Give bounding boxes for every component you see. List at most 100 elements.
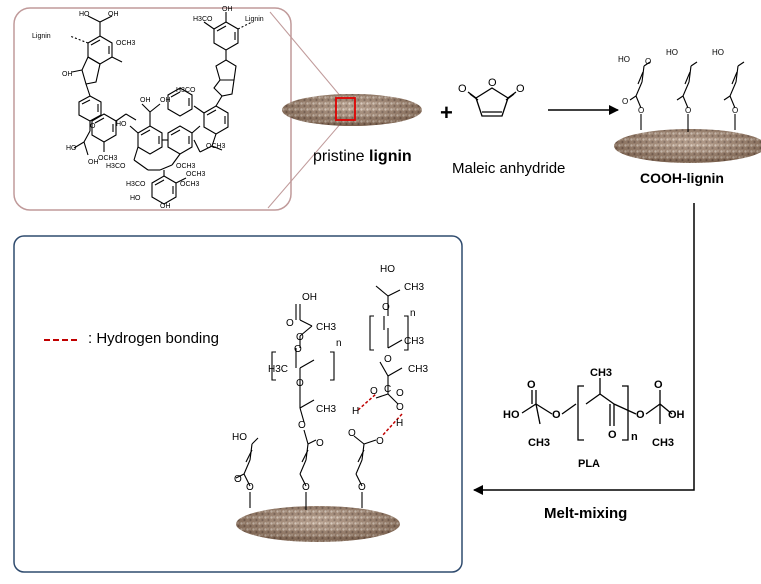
pla-label-o-2: O: [608, 429, 617, 441]
bonded-label-16: CH3: [404, 282, 424, 293]
bonded-chains: [235, 285, 409, 510]
bonded-label-20: O: [384, 354, 392, 365]
bonded-label-22: C: [384, 384, 391, 395]
lignin-label-8: OH: [62, 71, 73, 78]
bonded-label-7: O: [294, 344, 302, 355]
pla-label-o-3: O: [636, 409, 645, 421]
lignin-label-10: OCH3: [98, 155, 118, 162]
cooh-label-8: HO: [712, 48, 724, 57]
bonded-label-8: O: [296, 378, 304, 389]
melt-mixing-label: Melt-mixing: [544, 505, 628, 522]
lignin-label-7: OH: [222, 6, 233, 13]
process-arrow: [473, 203, 695, 495]
pla-label-ch3-right: CH3: [652, 437, 674, 449]
bonded-label-27: H: [396, 418, 403, 429]
lignin-label-2: Lignin: [245, 16, 264, 23]
cooh-particle-shading: [614, 129, 761, 163]
cooh-chains: [629, 61, 745, 132]
lignin-label-9: HO: [66, 145, 77, 152]
hydrogen-bond-lines: [357, 393, 403, 437]
cooh-label-2: O: [645, 57, 651, 66]
cooh-label-1: HO: [618, 55, 630, 64]
lignin-label-3: HO: [79, 11, 90, 18]
pristine-lignin-label: pristine lignin: [313, 148, 412, 166]
bonded-label-21: O: [370, 386, 378, 397]
lignin-label-20: HO: [130, 195, 141, 202]
pla-label-o-4: O: [654, 379, 663, 391]
bonded-label-12: O: [234, 474, 242, 485]
lignin-atom-labels: Lignin Lignin HO OH OCH3 H3CO OH OH HO O…: [32, 6, 264, 210]
pla-name-label: PLA: [578, 458, 600, 470]
highlight-box: [335, 97, 356, 121]
particle-shading: [282, 94, 422, 126]
anhydride-o-right: O: [516, 83, 525, 95]
bonded-label-28: O: [348, 428, 356, 439]
lignin-label-5: OCH3: [116, 40, 136, 47]
pristine-prefix: pristine: [313, 148, 370, 165]
bonded-label-17: O: [382, 302, 390, 313]
anhydride-o-left: O: [458, 83, 467, 95]
lignin-label-23: OH: [160, 203, 171, 210]
bonded-label-10: O: [298, 420, 306, 431]
lignin-label-19: H3CO: [126, 181, 146, 188]
bonded-label-19: CH3: [404, 336, 424, 347]
lignin-label-17: H3CO: [176, 87, 196, 94]
bonded-label-2: O: [286, 318, 294, 329]
lignin-label-14: OH: [140, 97, 151, 104]
pristine-lignin-bold: lignin: [369, 148, 412, 165]
bonded-label-29: O: [376, 436, 384, 447]
plus-sign: +: [440, 100, 453, 125]
maleic-anhydride-label: Maleic anhydride: [452, 160, 566, 177]
cooh-lignin-label: COOH-lignin: [640, 170, 724, 186]
lignin-label-11: H3CO: [106, 163, 126, 170]
anhydride-o-ring: O: [488, 77, 497, 89]
cooh-label-7: HO: [666, 48, 678, 57]
bonded-label-11: HO: [232, 432, 247, 443]
bonded-label-15: HO: [380, 264, 395, 275]
pla-label-ho: HO: [503, 409, 520, 421]
lignin-label-13: OH: [88, 159, 99, 166]
bonded-label-18: n: [410, 308, 416, 319]
lignin-label-18: OCH3: [206, 143, 226, 150]
hydrogen-bonding-legend: : Hydrogen bonding: [88, 330, 219, 347]
zoom-line-bottom: [267, 121, 343, 209]
bonded-label-1: OH: [302, 292, 317, 303]
bonded-label-9: CH3: [316, 404, 336, 415]
bonded-label-3: CH3: [316, 322, 336, 333]
pla-label-oh: OH: [668, 409, 685, 421]
bonded-label-24: CH3: [408, 364, 428, 375]
bonded-particle-shading: [236, 506, 400, 542]
pla-label-ch3-mid: CH3: [590, 367, 612, 379]
lignin-label-6: H3CO: [193, 16, 213, 23]
bonded-label-4: O: [296, 332, 304, 343]
cooh-label-4: O: [638, 106, 644, 115]
pla-label-o-1: O: [552, 409, 561, 421]
pla-structure: [521, 378, 673, 441]
cooh-label-3: O: [622, 97, 628, 106]
bonded-label-30: O: [358, 482, 366, 493]
zoom-line-top: [269, 11, 343, 99]
cooh-label-5: O: [685, 106, 691, 115]
bonded-label-14: O: [302, 482, 310, 493]
lignin-label-16: HO: [116, 121, 127, 128]
pla-label-ch3-left: CH3: [528, 437, 550, 449]
pla-label-subscript: n: [631, 431, 638, 443]
bonded-label-6: H3C: [268, 364, 288, 375]
hydrogen-bonding-panel: [13, 235, 463, 573]
bonded-label-5: n: [336, 338, 342, 349]
lignin-structure-panel: [13, 7, 292, 211]
lignin-label-21: OCH3: [180, 181, 200, 188]
lignin-label-24: O: [90, 123, 96, 130]
lignin-label-1: Lignin: [32, 33, 51, 40]
lignin-label-15: OH: [160, 97, 171, 104]
cooh-label-6: O: [732, 106, 738, 115]
bonded-label-25: H: [352, 406, 359, 417]
lignin-label-22: OCH3: [186, 171, 206, 178]
bonded-label-23: O: [396, 388, 404, 399]
lignin-label-4: OH: [108, 11, 119, 18]
lignin-structure-drawing: [69, 12, 253, 205]
bonded-label-31: O: [316, 438, 324, 449]
maleic-anhydride-structure: [467, 87, 517, 117]
pla-label-o-5: O: [527, 379, 536, 391]
